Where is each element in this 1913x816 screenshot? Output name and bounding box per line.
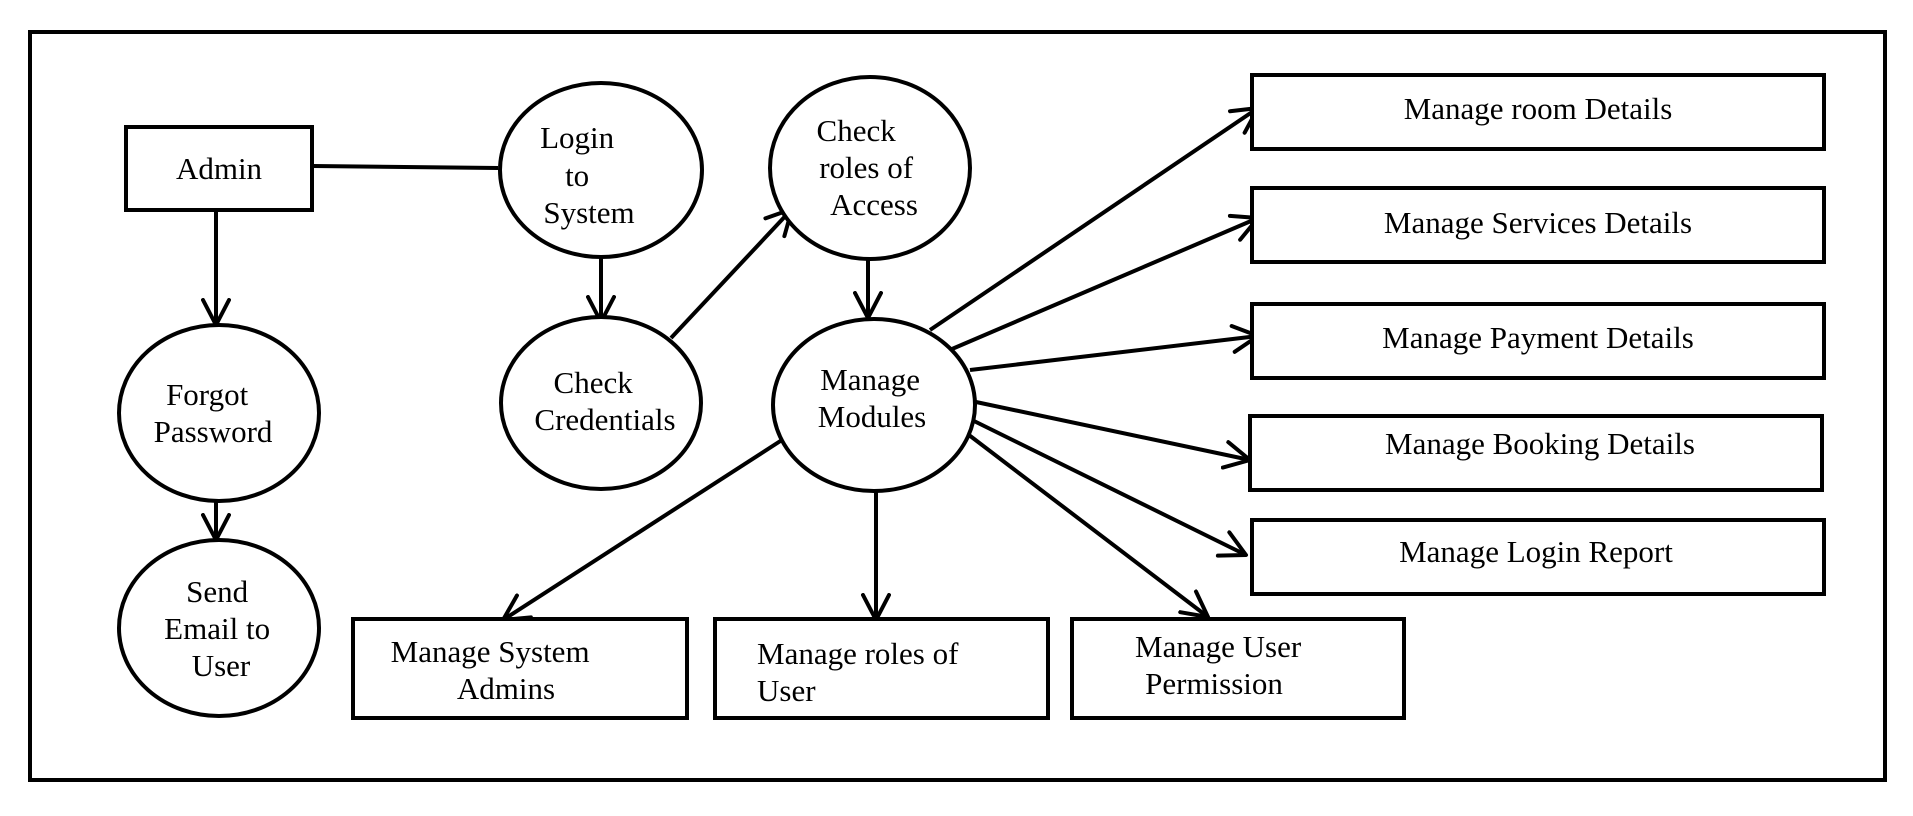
node-label-line: Manage Booking Details	[1385, 426, 1695, 461]
edge-modules-login-report	[971, 418, 1248, 558]
node-label: Send Email to User	[164, 574, 278, 683]
node-label: Forgot Password	[154, 377, 273, 449]
edge-admin-login	[312, 164, 499, 170]
manage-booking-details-box: Manage Booking Details	[1248, 414, 1824, 492]
node-label-line: Access	[830, 187, 918, 222]
manage-roles-of-user-box: Manage roles of User	[713, 617, 1050, 720]
node-label: Manage Services Details	[1384, 205, 1692, 240]
node-label-line: Check	[817, 113, 897, 148]
node-label: Manage Payment Details	[1382, 320, 1694, 355]
login-to-system-process: Login to System	[498, 81, 704, 259]
edge-modules-user-permission	[963, 430, 1210, 619]
node-label-line: to	[565, 158, 589, 193]
node-label-line: Manage Payment Details	[1382, 320, 1694, 355]
node-label-line: Login	[540, 120, 615, 155]
node-label-line: Manage room Details	[1404, 91, 1673, 126]
diagram-frame	[28, 30, 1887, 782]
node-label: Check roles of Access	[817, 113, 921, 222]
node-label-line: Manage User	[1135, 629, 1302, 664]
node-label-line: Manage Services Details	[1384, 205, 1692, 240]
node-label: Manage room Details	[1404, 91, 1673, 126]
node-label: Check Credentials	[534, 365, 675, 437]
node-label-line: Permission	[1145, 666, 1283, 701]
connectors	[201, 106, 1260, 622]
node-label: Login to System	[540, 120, 635, 230]
check-credentials-process: Check Credentials	[499, 315, 703, 491]
node-label-line: Manage roles of	[757, 636, 959, 671]
node-label: Manage User Permission	[1135, 629, 1309, 701]
node-label-line: Email to	[164, 611, 270, 646]
manage-login-report-box: Manage Login Report	[1250, 518, 1826, 596]
node-label-line: Credentials	[534, 402, 675, 437]
node-label: Manage Booking Details	[1385, 426, 1695, 461]
node-label-line: Manage Login Report	[1399, 534, 1673, 569]
node-label-line: User	[757, 673, 816, 708]
node-label-line: Password	[154, 414, 273, 449]
manage-payment-details-box: Manage Payment Details	[1250, 302, 1826, 380]
check-roles-of-access-process: Check roles of Access	[768, 75, 972, 261]
manage-user-permission-box: Manage User Permission	[1070, 617, 1406, 720]
node-label-line: Modules	[818, 399, 927, 434]
edge-modules-system-admins	[500, 436, 787, 622]
node-label: Manage System Admins	[391, 634, 598, 706]
node-label-line: Forgot	[166, 377, 249, 412]
node-label-line: Check	[554, 365, 634, 400]
node-label: Manage roles of User	[757, 636, 966, 708]
send-email-to-user-process: Send Email to User	[117, 538, 321, 718]
node-label-line: roles of	[819, 150, 914, 185]
admin-box: Admin	[124, 125, 314, 212]
manage-modules-process: Manage Modules	[771, 317, 977, 493]
node-label: Manage Login Report	[1399, 534, 1673, 569]
node-label-line: Manage	[820, 362, 920, 397]
edge-modules-services	[951, 213, 1260, 351]
manage-system-admins-box: Manage System Admins	[351, 617, 689, 720]
manage-services-details-box: Manage Services Details	[1250, 186, 1826, 264]
forgot-password-process: Forgot Password	[117, 323, 321, 503]
manage-room-details-box: Manage room Details	[1250, 73, 1826, 151]
node-label-line: System	[543, 195, 634, 230]
node-label-line: Manage System	[391, 634, 590, 669]
node-label-line: Admins	[457, 671, 555, 706]
node-label-line: Send	[186, 574, 249, 609]
edge-modules-room	[928, 106, 1260, 332]
node-label-line: User	[192, 648, 251, 683]
edge-modules-payment	[969, 324, 1260, 372]
node-label: Admin	[176, 151, 263, 186]
node-label-line: Admin	[176, 151, 263, 186]
edge-check-credentials-check-roles	[669, 207, 794, 340]
edge-modules-booking	[975, 400, 1252, 470]
node-label: Manage Modules	[818, 362, 928, 434]
